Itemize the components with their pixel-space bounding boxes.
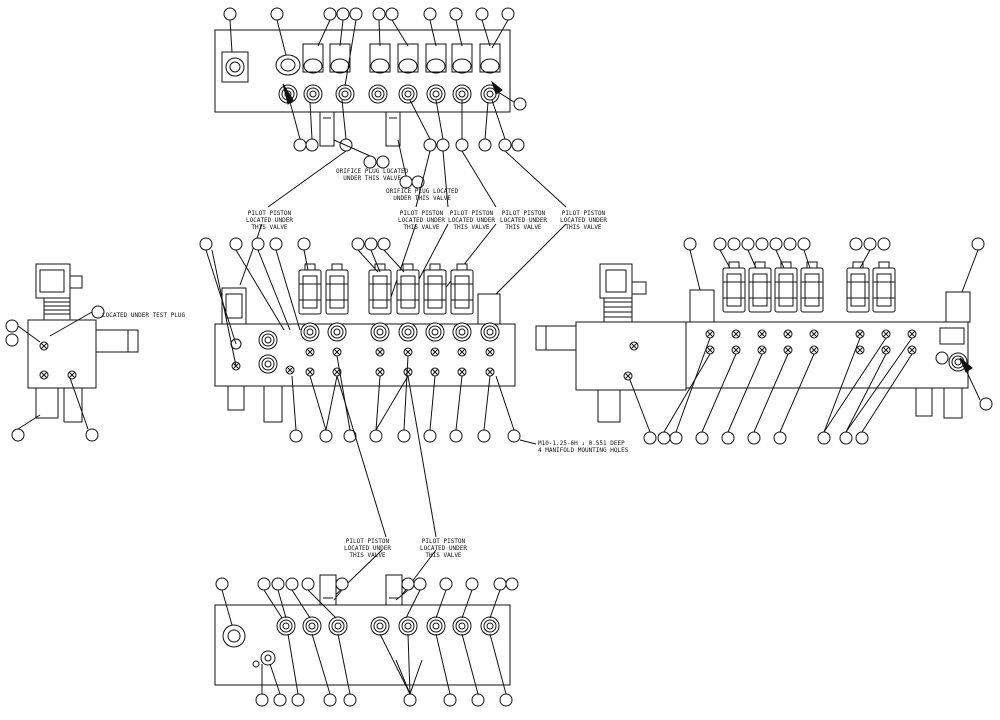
middle-view-balloons (199, 237, 537, 445)
note-line: ORIFICE PLUG LOCATED (386, 188, 459, 195)
note-line: PILOT PISTON (399, 210, 444, 217)
note-line: PILOT PISTON (561, 210, 606, 217)
middle-front-view (199, 237, 537, 445)
note-line: LOCATED UNDER TEST PLUG (102, 312, 186, 319)
orifice-note-mid: ORIFICE PLUG LOCATED UNDER THIS VALVE (386, 188, 458, 202)
note-line: PILOT PISTON (345, 538, 390, 545)
note-line: UNDER THIS VALVE (343, 175, 402, 182)
pilot-note-bottom-2: PILOT PISTON LOCATED UNDER THIS VALVE (420, 538, 467, 559)
note-line: LOCATED UNDER (398, 217, 445, 224)
note-line: THIS VALVE (425, 552, 462, 559)
pilot-note-1: PILOT PISTON LOCATED UNDER THIS VALVE (246, 210, 293, 231)
note-line: THIS VALVE (453, 224, 490, 231)
pilot-note-5: PILOT PISTON LOCATED UNDER THIS VALVE (560, 210, 607, 231)
note-line: LOCATED UNDER (560, 217, 607, 224)
note-line: M10-1.25-6H ↓ 0.551 DEEP (538, 440, 625, 447)
pilot-note-2: PILOT PISTON LOCATED UNDER THIS VALVE (398, 210, 445, 231)
note-line: PILOT PISTON (501, 210, 546, 217)
note-line: PILOT PISTON (449, 210, 494, 217)
note-line: LOCATED UNDER (344, 545, 391, 552)
note-line: LOCATED UNDER (500, 217, 547, 224)
middle-to-bottom-leaders (321, 375, 437, 609)
note-line: THIS VALVE (565, 224, 602, 231)
right-view-balloons (629, 237, 993, 445)
note-line: PILOT PISTON (247, 210, 292, 217)
note-line: PILOT PISTON (421, 538, 466, 545)
top-view-balloons (223, 7, 527, 189)
note-line: THIS VALVE (403, 224, 440, 231)
left-side-view (5, 263, 139, 442)
pilot-note-4: PILOT PISTON LOCATED UNDER THIS VALVE (500, 210, 547, 231)
bottom-view-balloons (215, 577, 519, 707)
test-plug-note: LOCATED UNDER TEST PLUG (102, 312, 185, 319)
top-view-valves (275, 43, 501, 76)
note-line: LOCATED UNDER (448, 217, 495, 224)
bottom-view-manifold (214, 574, 519, 707)
note-line: THIS VALVE (505, 224, 542, 231)
top-view-manifold (214, 29, 511, 147)
orifice-note-top: ORIFICE PLUG LOCATED UNDER THIS VALVE (336, 168, 408, 182)
pilot-note-bottom-1: PILOT PISTON LOCATED UNDER THIS VALVE (344, 538, 391, 559)
pilot-note-3: PILOT PISTON LOCATED UNDER THIS VALVE (448, 210, 495, 231)
note-line: THIS VALVE (251, 224, 288, 231)
note-line: LOCATED UNDER (246, 217, 293, 224)
mounting-holes-note: M10-1.25-6H ↓ 0.551 DEEP 4 MANIFOLD MOUN… (538, 440, 628, 454)
right-front-view (535, 237, 993, 445)
note-line: 4 MANIFOLD MOUNTING HOLES (538, 447, 629, 454)
note-line: LOCATED UNDER (420, 545, 467, 552)
note-line: THIS VALVE (349, 552, 386, 559)
note-line: UNDER THIS VALVE (393, 195, 452, 202)
note-line: ORIFICE PLUG LOCATED (336, 168, 409, 175)
